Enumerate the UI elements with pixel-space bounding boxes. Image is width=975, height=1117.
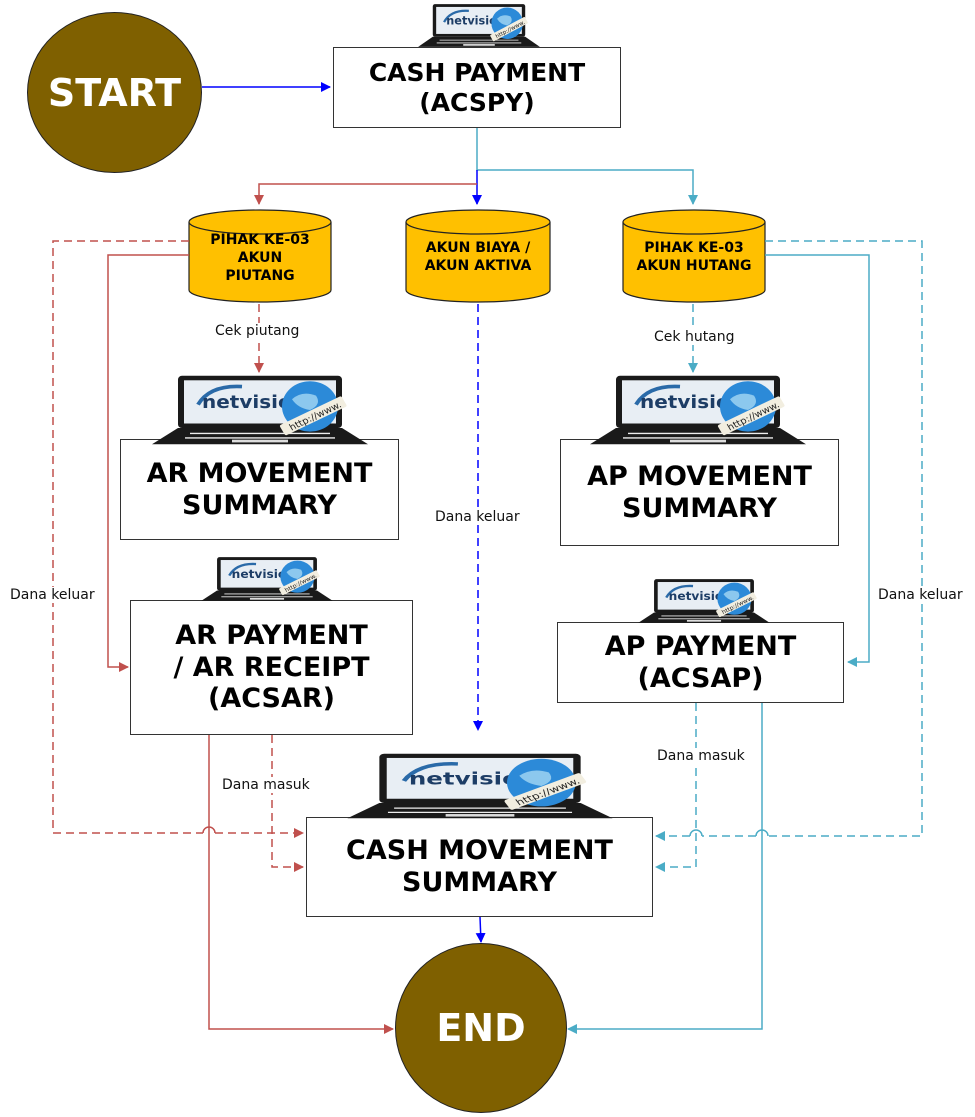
edge-ar-payment-to-end — [208, 735, 394, 1034]
edge-hutang-to-cash-movement — [656, 240, 923, 836]
label-cek-piutang: Cek piutang — [214, 323, 301, 339]
database-hutang — [622, 209, 766, 303]
netvision-laptop-icon: netvision http://www. — [150, 374, 370, 446]
database-hutang-label: PIHAK KE-03 AKUN HUTANG — [636, 240, 752, 275]
ap-movement-summary-box: AP MOVEMENT SUMMARY — [560, 439, 839, 546]
ar-payment-box: AR PAYMENT / AR RECEIPT (ACSAR) — [130, 600, 413, 735]
ar-movement-summary-box: AR MOVEMENT SUMMARY — [120, 439, 399, 540]
netvision-laptop-icon: netvision http://www. — [588, 374, 808, 446]
cash-payment-box: CASH PAYMENT (ACSPY) — [333, 47, 621, 128]
edge-ap-payment-to-end — [567, 703, 763, 1034]
edge-ar-payment-to-cash-movement — [271, 735, 304, 872]
svg-text:netvision: netvision — [232, 567, 295, 581]
database-biaya-label: AKUN BIAYA / AKUN AKTIVA — [424, 240, 532, 275]
label-dana-keluar-left: Dana keluar — [9, 587, 96, 603]
ap-payment-box: AP PAYMENT (ACSAP) — [557, 622, 844, 703]
svg-text:netvision: netvision — [669, 589, 732, 603]
svg-text:netvision: netvision — [640, 392, 744, 413]
label-dana-keluar-center: Dana keluar — [434, 509, 521, 525]
netvision-laptop-icon: netvision http://www. — [637, 578, 771, 624]
edge-piutang-to-ar-payment — [107, 254, 189, 672]
cash-movement-summary-box: CASH MOVEMENT SUMMARY — [306, 817, 653, 917]
edge-piutang-to-cash-movement — [52, 240, 303, 833]
edge-cash-movement-to-end — [475, 916, 486, 943]
edge-ap-payment-to-cash-movement — [655, 703, 697, 872]
edge-cash-payment-to-hutang — [476, 128, 698, 205]
label-dana-masuk-right: Dana masuk — [656, 748, 746, 764]
edge-cash-payment-to-piutang — [254, 183, 477, 205]
label-dana-keluar-right: Dana keluar — [877, 587, 964, 603]
edge-hutang-to-ap-payment — [765, 254, 870, 667]
netvision-laptop-icon: netvision http://www. — [200, 556, 334, 602]
end-node: END — [395, 943, 567, 1113]
svg-text:netvision: netvision — [202, 392, 306, 413]
netvision-laptop-icon: netvision http://www. — [417, 3, 541, 48]
svg-text:netvision: netvision — [446, 14, 505, 27]
label-cek-hutang: Cek hutang — [653, 329, 736, 345]
svg-text:netvision: netvision — [409, 768, 537, 788]
database-piutang-label: PIHAK KE-03 AKUN PIUTANG — [210, 232, 310, 285]
label-dana-masuk-left: Dana masuk — [221, 777, 311, 793]
database-biaya — [405, 209, 551, 303]
database-piutang — [188, 209, 332, 303]
start-node: START — [27, 12, 202, 173]
netvision-laptop-icon: netvision http://www. — [345, 752, 615, 820]
